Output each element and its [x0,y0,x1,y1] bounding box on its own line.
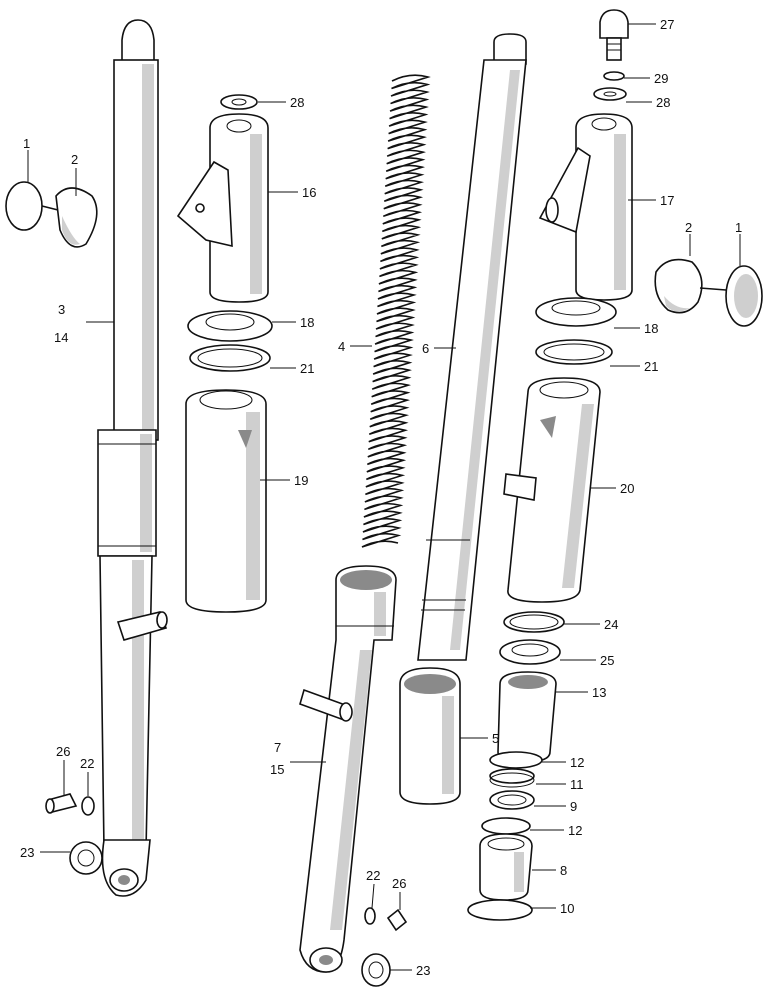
bottom-hardware [45,793,408,987]
right-knob-and-cushion [654,258,763,327]
label-15: 15 [270,762,284,777]
label-7: 7 [274,740,281,755]
label-18: 18 [300,315,314,330]
center-lower-slider [299,565,397,973]
label-29: 29 [654,71,668,86]
right-cover-stack [467,297,617,921]
label-1: 1 [735,220,742,235]
left-cover-stack [176,94,273,613]
label-6: 6 [422,341,429,356]
right-top-hardware [593,9,629,101]
label-5: 5 [492,731,499,746]
label-10: 10 [560,901,574,916]
label-4: 4 [338,339,345,354]
label-16: 16 [302,185,316,200]
label-8: 8 [560,863,567,878]
label-13: 13 [592,685,606,700]
label-12: 12 [570,755,584,770]
label-9: 9 [570,799,577,814]
label-20: 20 [620,481,634,496]
label-2: 2 [685,220,692,235]
label-17: 17 [660,193,674,208]
label-23: 23 [20,845,34,860]
label-23: 23 [416,963,430,978]
label-28: 28 [290,95,304,110]
label-25: 25 [600,653,614,668]
label-26: 26 [56,744,70,759]
label-14: 14 [54,330,68,345]
label-19: 19 [294,473,308,488]
part-labels: 1 2 3 14 28 16 18 21 19 4 6 27 29 28 17 … [20,17,742,978]
label-1: 1 [23,136,30,151]
label-22: 22 [80,756,94,771]
label-22: 22 [366,868,380,883]
label-11: 11 [570,777,584,792]
label-24: 24 [604,617,618,632]
label-18: 18 [644,321,658,336]
label-27: 27 [660,17,674,32]
label-12: 12 [568,823,582,838]
right-upper-cover [538,113,633,301]
label-21: 21 [644,359,658,374]
fork-spring [361,74,431,548]
left-fork-tube-assembly [97,19,168,897]
left-knob-and-cushion [5,181,98,248]
label-2: 2 [71,152,78,167]
label-3: 3 [58,302,65,317]
slide-sleeve [399,667,461,805]
label-26: 26 [392,876,406,891]
label-21: 21 [300,361,314,376]
center-inner-tube [417,33,527,661]
leader-lines [27,23,741,971]
label-28: 28 [656,95,670,110]
